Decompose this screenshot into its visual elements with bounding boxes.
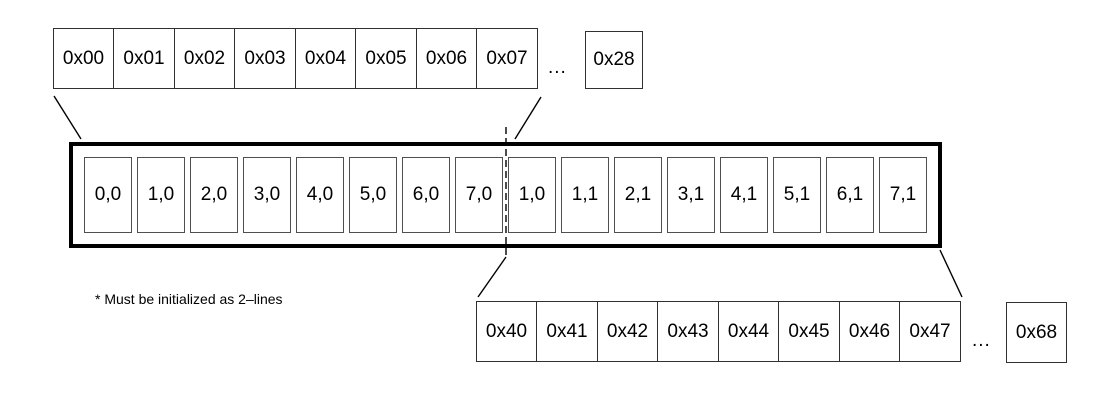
bottom-address-cell: 0x41 xyxy=(536,301,598,362)
top-address-cell: 0x06 xyxy=(415,28,478,89)
connector-bottom-right-line xyxy=(939,249,963,298)
buffer-cell: 3,0 xyxy=(243,157,291,233)
top-address-cell: 0x01 xyxy=(113,28,175,89)
top-address-cell: 0x02 xyxy=(173,28,236,89)
bottom-address-cell: 0x40 xyxy=(475,301,538,362)
buffer-cell: 2,0 xyxy=(190,157,238,233)
connector-top-left-line xyxy=(53,95,82,140)
footnote: * Must be initialized as 2–lines xyxy=(95,291,283,307)
buffer-cell: 4,1 xyxy=(720,157,768,233)
buffer-cell: 6,1 xyxy=(826,157,874,233)
buffer-cell: 3,1 xyxy=(667,157,715,233)
top-ellipsis: ... xyxy=(548,57,567,78)
buffer-cell: 0,0 xyxy=(84,157,132,233)
bottom-address-cell: 0x42 xyxy=(596,301,659,362)
buffer-cell: 4,0 xyxy=(296,157,344,233)
buffer-cell: 2,1 xyxy=(614,157,662,233)
buffer-cell: 1,0 xyxy=(508,157,556,233)
bottom-address-cell: 0x47 xyxy=(899,301,961,362)
buffer-cell: 5,0 xyxy=(349,157,397,233)
top-last-address-cell: 0x28 xyxy=(585,31,643,89)
buffer-cell: 7,0 xyxy=(455,157,503,233)
top-address-cell: 0x00 xyxy=(52,28,115,89)
bottom-address-cell: 0x43 xyxy=(657,301,719,362)
connector-top-right-line xyxy=(514,96,542,140)
buffer-cell: 5,1 xyxy=(773,157,821,233)
bottom-ellipsis: ... xyxy=(972,330,991,351)
line-buffer-box: 0,0 1,0 2,0 3,0 4,0 5,0 6,0 7,0 1,0 1,1 … xyxy=(69,142,942,248)
top-address-cell: 0x07 xyxy=(476,28,538,89)
bottom-address-cell: 0x44 xyxy=(717,301,780,362)
bottom-last-address-cell: 0x68 xyxy=(1006,302,1067,363)
buffer-cell: 7,1 xyxy=(879,157,927,233)
bottom-address-row: 0x40 0x41 0x42 0x43 0x44 0x45 0x46 0x47 xyxy=(475,301,961,362)
connector-bottom-left-line xyxy=(477,256,507,298)
bottom-address-cell: 0x46 xyxy=(838,301,901,362)
buffer-cell: 1,1 xyxy=(561,157,609,233)
top-address-cell: 0x05 xyxy=(355,28,417,89)
top-address-cell: 0x03 xyxy=(234,28,296,89)
buffer-cell: 1,0 xyxy=(137,157,185,233)
bottom-address-cell: 0x45 xyxy=(778,301,840,362)
buffer-cell: 6,0 xyxy=(402,157,450,233)
top-address-cell: 0x04 xyxy=(294,28,357,89)
top-address-row: 0x00 0x01 0x02 0x03 0x04 0x05 0x06 0x07 xyxy=(52,28,538,89)
